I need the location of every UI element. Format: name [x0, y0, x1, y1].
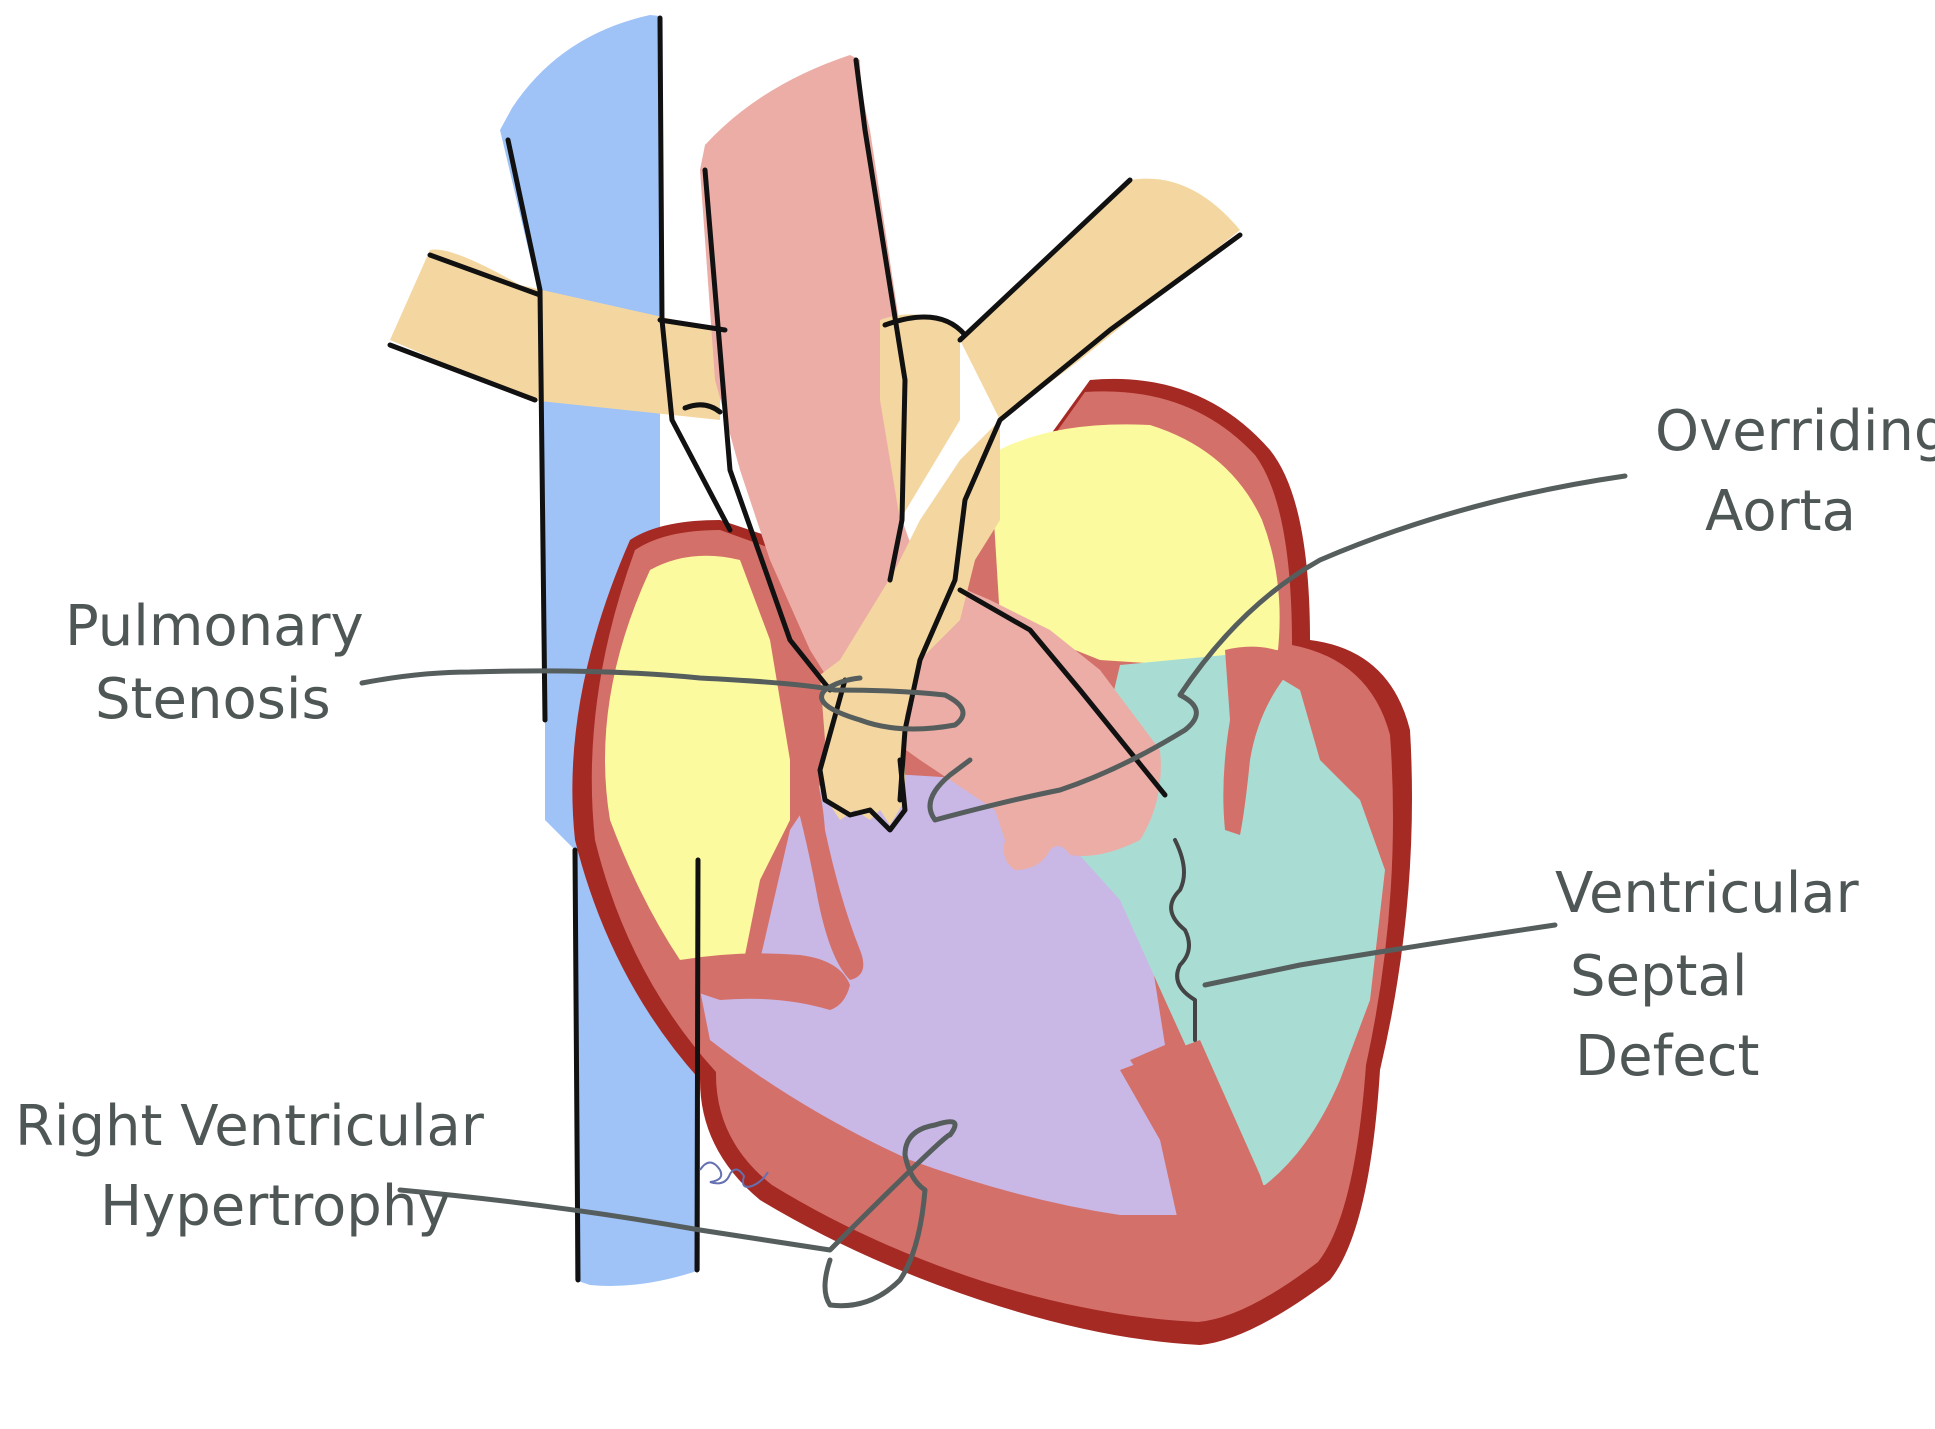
pulmonary-artery-left-branch	[390, 249, 720, 420]
anatomy-outlines	[387, 15, 1243, 1283]
rv-papillary-band	[790, 720, 864, 980]
label-overriding-aorta-line2: Aorta	[1705, 479, 1856, 544]
label-ventricular-septal-defect: Ventricular Septal Defect	[1555, 861, 1860, 1089]
rvh-leader	[397, 1119, 958, 1309]
lv-wall-band	[1223, 646, 1300, 835]
label-rvh-line2: Hypertrophy	[100, 1174, 450, 1239]
label-pulmonary-stenosis-line1: Pulmonary	[65, 594, 364, 659]
label-vsd-line3: Defect	[1575, 1024, 1760, 1089]
pulmonary-stenosis-leader	[359, 668, 966, 732]
ventricular-septum	[1120, 1040, 1275, 1230]
pulmonary-artery-right-branch	[960, 178, 1240, 420]
label-overriding-aorta-line1: Overriding	[1655, 399, 1935, 464]
annotation-leaders	[359, 473, 1628, 1309]
label-right-ventricular-hypertrophy: Right Ventricular Hypertrophy	[15, 1094, 485, 1239]
label-vsd-line1: Ventricular	[1555, 861, 1860, 926]
artist-signature	[699, 1161, 769, 1188]
vsd-leader	[1202, 922, 1558, 988]
label-vsd-line2: Septal	[1570, 944, 1747, 1009]
left-atrium	[990, 424, 1280, 665]
aorta	[700, 55, 1161, 870]
label-pulmonary-stenosis-line2: Stenosis	[95, 667, 331, 732]
rv-trabecula	[680, 953, 850, 1010]
label-pulmonary-stenosis: Pulmonary Stenosis	[65, 594, 364, 732]
pulmonary-artery-root	[880, 314, 960, 520]
label-overriding-aorta: Overriding Aorta	[1655, 399, 1935, 544]
septal-defect-outline	[1169, 838, 1197, 1042]
overriding-aorta-leader	[927, 473, 1628, 823]
right-atrium	[605, 555, 790, 960]
label-rvh-line1: Right Ventricular	[15, 1094, 485, 1159]
